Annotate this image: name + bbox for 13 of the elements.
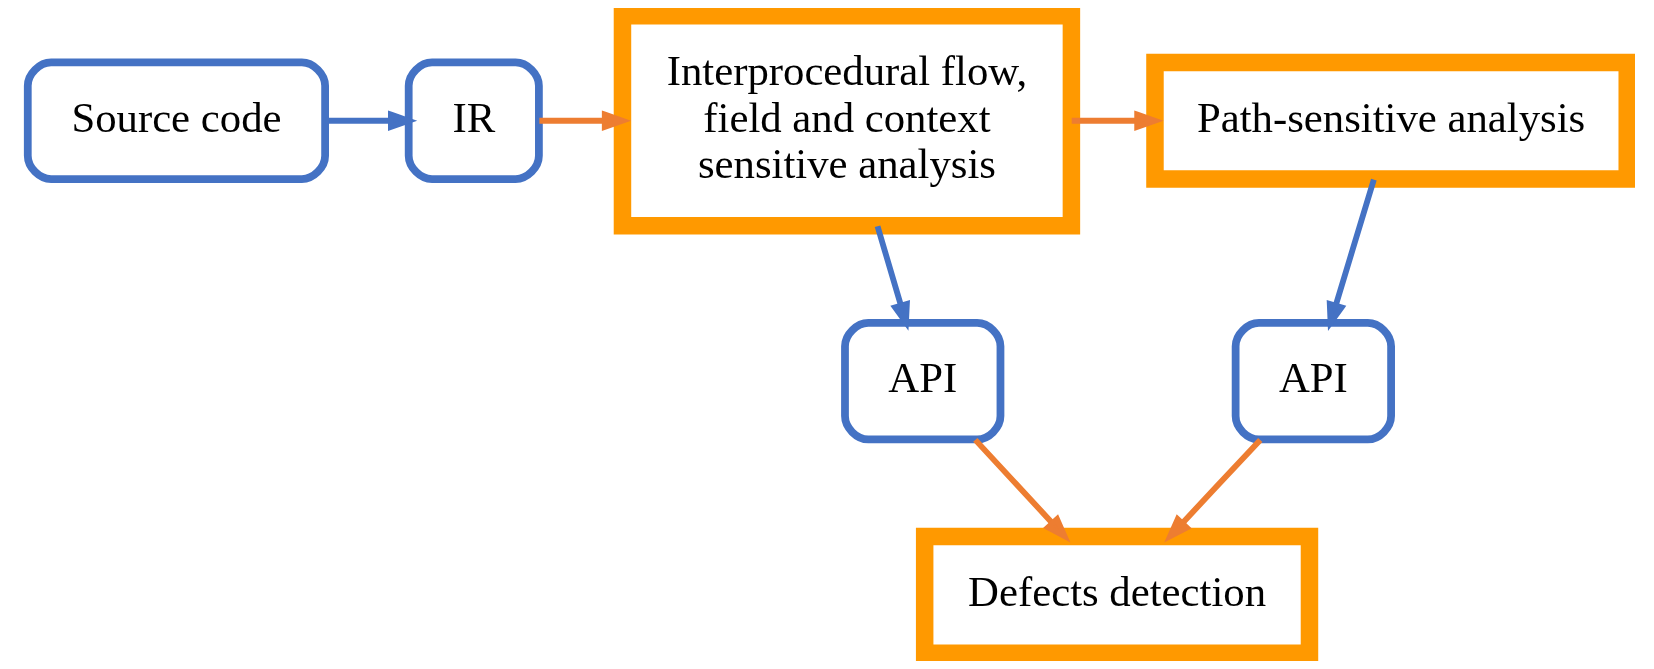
arrow [1071,110,1163,131]
arrow [1326,178,1377,331]
node-box: IR [404,58,543,183]
arrow [972,437,1070,543]
node-box: Path-sensitive analysis [1145,53,1635,188]
node-box: API [840,318,1004,444]
arrow [538,110,631,131]
arrow [874,225,910,331]
node-box: API [1231,318,1395,444]
arrow [1163,437,1262,543]
node-box: Defects detection [915,527,1318,661]
node-box: Interprocedural flow, field and context sensitive analysis [613,8,1080,235]
node-box: Source code [23,58,329,183]
